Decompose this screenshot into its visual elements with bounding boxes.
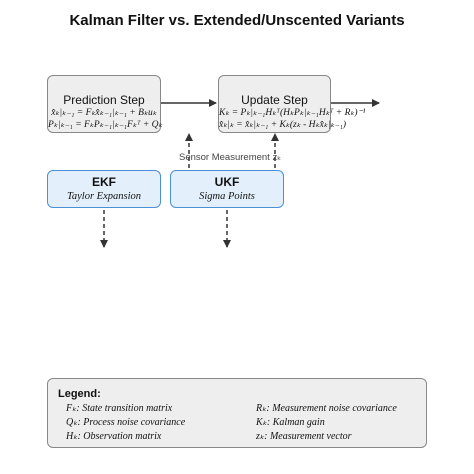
ukf-label: UKF (214, 175, 240, 189)
ukf-description: Sigma Points (199, 191, 255, 202)
update-gain-equation: Kₖ = Pₖ|ₖ₋₁Hₖᵀ(HₖPₖ|ₖ₋₁Hₖᵀ + Rₖ)⁻¹ (219, 108, 366, 118)
legend-item: Rₖ: Measurement noise covariance (256, 403, 397, 414)
legend-item: Kₖ: Kalman gain (256, 417, 325, 428)
diagram-title: Kalman Filter vs. Extended/Unscented Var… (69, 12, 405, 29)
prediction-state-equation: x̂ₖ|ₖ₋₁ = Fₖx̂ₖ₋₁|ₖ₋₁ + Bₖuₖ (51, 108, 157, 118)
ukf-box: UKF Sigma Points (170, 170, 284, 208)
sensor-measurement-label: Sensor Measurement zₖ (179, 152, 282, 163)
update-step-label: Update Step (241, 93, 308, 107)
legend-item: zₖ: Measurement vector (256, 431, 352, 442)
legend-title: Legend: (58, 388, 101, 400)
legend-item: Hₖ: Observation matrix (66, 431, 162, 442)
legend-box: Legend: Fₖ: State transition matrix Qₖ: … (47, 378, 427, 448)
prediction-step-box: Prediction Step x̂ₖ|ₖ₋₁ = Fₖx̂ₖ₋₁|ₖ₋₁ + … (47, 75, 163, 133)
update-step-box: Update Step Kₖ = Pₖ|ₖ₋₁Hₖᵀ(HₖPₖ|ₖ₋₁Hₖᵀ +… (218, 75, 366, 133)
ekf-label: EKF (92, 175, 116, 189)
update-state-equation: x̂ₖ|ₖ = x̂ₖ|ₖ₋₁ + Kₖ(zₖ - Hₖx̂ₖ|ₖ₋₁) (219, 120, 346, 130)
ekf-description: Taylor Expansion (67, 191, 141, 202)
legend-item: Qₖ: Process noise covariance (66, 417, 186, 428)
prediction-covariance-equation: Pₖ|ₖ₋₁ = FₖPₖ₋₁|ₖ₋₁Fₖᵀ + Qₖ (48, 120, 163, 130)
ekf-box: EKF Taylor Expansion (47, 170, 161, 208)
legend-item: Fₖ: State transition matrix (66, 403, 173, 414)
prediction-step-label: Prediction Step (63, 93, 145, 107)
